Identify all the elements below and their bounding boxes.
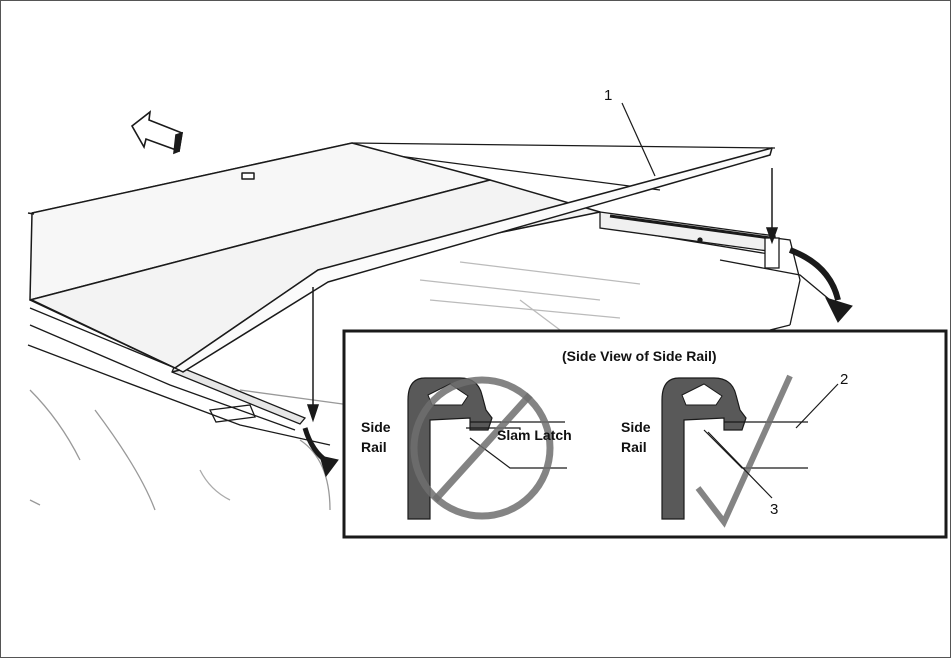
correct-rail-label-line2: Rail [621,439,647,455]
checkmark-icon [695,374,793,528]
callout-2-label: 2 [840,371,848,388]
curved-arrow-icons [302,247,853,478]
inset-title: (Side View of Side Rail) [562,348,717,364]
prohibit-icon [410,376,554,520]
wrong-example: Side Rail Slam Latch [361,376,572,520]
callout-1-label: 1 [604,87,612,104]
direction-arrow-icon [130,110,184,155]
correct-rail-label-line1: Side [621,419,651,435]
side-rail-inset: (Side View of Side Rail) Side Rail Slam … [342,329,948,539]
callout-3-label: 3 [770,501,778,518]
correct-example: 2 3 Side Rail [621,371,848,528]
tonneau-cover [27,142,773,373]
callout-1: 1 [604,87,656,177]
slam-latch-label: Slam Latch [497,427,572,443]
wrong-rail-label-line1: Side [361,419,391,435]
wrong-rail-label-line2: Rail [361,439,387,455]
far-side-rail [599,211,780,269]
pointer-arrows [306,168,779,423]
near-side-rail [171,364,307,425]
